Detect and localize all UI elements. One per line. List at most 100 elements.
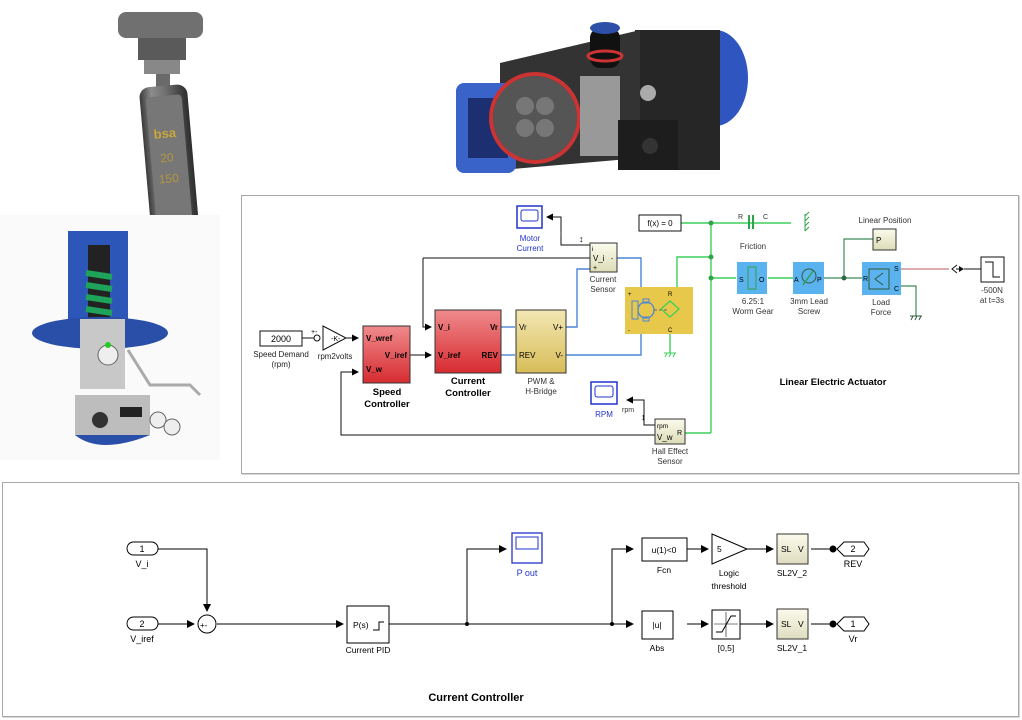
p-out-scope[interactable] [511,532,543,564]
outport-1-vr[interactable]: 1 [836,616,870,632]
pwm-label-2: H-Bridge [525,387,557,396]
inport-1-label: V_i [135,559,148,569]
motor-current-scope-label-2: Current [517,244,544,253]
port-v-w: V_w [366,365,383,374]
linear-position-label: Linear Position [859,216,912,225]
load-force-label-2: Force [871,308,892,317]
saturation-label: [0,5] [718,643,735,653]
friction-block[interactable]: R C [738,211,810,232]
worm-gear-label-2: Worm Gear [732,307,774,316]
log-signal-icon: ↕ [579,234,584,244]
sl2v-1-block[interactable]: SL V [776,608,809,640]
inport-1-v-i[interactable]: 1 [126,541,159,556]
worm-gear-label: 6.25:1 [742,297,765,306]
fcn-label: Fcn [657,565,671,575]
sl2v-1-left: SL [781,619,792,629]
lead-screw-label-2: Screw [798,307,820,316]
mech-ground-icon [664,352,676,358]
saturation-block[interactable] [711,609,741,640]
pwm-port-vplus: V+ [553,323,563,332]
step-label-2: at t=3s [980,296,1004,305]
motor-port-r: R [668,292,673,298]
fcn-block[interactable]: u(1)<0 [641,537,688,562]
current-controller-label-2: Controller [445,388,491,399]
current-pid-block[interactable]: P(s) [346,605,390,644]
speed-controller-label: Speed [373,387,402,398]
current-controller-block[interactable]: V_i V_iref Vr REV [434,309,502,374]
gain-label: rpm2volts [318,352,353,361]
rpm-scope[interactable] [590,381,618,405]
speed-controller-label-2: Controller [364,399,410,410]
hall-sensor-label: Hall Effect [652,447,689,456]
signal-i-label: i [560,231,562,238]
logic-threshold-gain-block[interactable]: 5 [711,533,749,565]
worm-gear-block[interactable]: S O [737,262,767,294]
motor-current-scope-label: Motor [520,234,541,243]
friction-label: Friction [740,242,766,251]
speed-controller-block[interactable]: V_wref V_iref V_w [362,325,411,384]
sl2v-2-block[interactable]: SL V [776,533,809,565]
gain-value: 5 [717,544,722,554]
sl2v-1-right: V [798,619,804,629]
valve-marking-size: 20 [160,150,175,165]
log-signal-icon-2: ↕ [641,412,646,422]
hall-effect-sensor-block[interactable]: rpm V_w R [654,418,686,445]
outport-2-number: 2 [850,544,855,554]
current-sensor-block[interactable]: i V_i + - [589,242,618,273]
ps-converter-icon [951,264,958,274]
actuator-model-title: Linear Electric Actuator [780,377,887,388]
speed-demand-block[interactable]: 2000 [259,330,303,347]
error-sum-block[interactable]: +- [197,614,217,634]
load-force-block[interactable]: R S C [862,262,901,295]
current-controller-title: Current Controller [428,692,524,704]
port-v-iref-out: V_iref [385,351,408,360]
rack-and-pinion-actuator-photo [456,22,748,173]
step-label: -500N [981,286,1003,295]
p-out-scope-label: P out [517,568,538,578]
fcn-expression: u(1)<0 [652,545,677,555]
linear-position-port: P [876,236,881,245]
linear-position-block[interactable]: P [872,228,897,251]
current-sensor-port-plus: + [593,265,597,272]
motor-port-plus: + [628,292,632,298]
sl2v-2-left: SL [781,544,792,554]
motor-current-scope[interactable] [516,205,543,229]
current-sensor-label-2: Sensor [590,285,616,294]
solver-config-text: f(x) = 0 [647,219,673,228]
rpm-scope-label: RPM [595,410,613,419]
abs-block[interactable]: |u| [641,610,674,640]
pid-label: Current PID [346,645,391,655]
lead-screw-label: 3mm Lead [790,297,828,306]
current-controller-model: 1 V_i 2 V_iref +- P(s) Current PID P out… [2,482,1019,717]
friction-port-r: R [738,214,743,221]
current-sensor-port-i: i [592,246,593,253]
diaphragm-control-valve-photo [0,215,220,460]
inport-2-v-iref[interactable]: 2 [126,616,159,631]
lead-screw-port-p: P [817,277,822,284]
pwm-port-vminus: V- [555,351,563,360]
worm-gear-port-s: S [739,277,744,284]
step-force-block[interactable] [980,256,1005,283]
valve-brand-marking: bsa [153,125,177,142]
load-ground-icon [910,315,922,321]
pwm-h-bridge-block[interactable]: Vr REV V+ V- [515,309,567,374]
pid-text: P(s) [353,620,369,630]
inport-2-number: 2 [139,619,144,629]
solver-config-block[interactable]: f(x) = 0 [638,214,682,232]
current-sensor-label: Current [590,275,617,284]
hall-port-vw: V_w [657,433,673,442]
speed-sum-block[interactable] [313,334,321,342]
gain-symbol: -K- [331,336,341,343]
hall-port-rpm: rpm [657,423,668,430]
hall-sensor-label-2: Sensor [657,457,683,466]
dc-motor-block[interactable]: + - R C [625,287,693,334]
rpm2volts-gain-block[interactable]: -K- [322,325,348,351]
abs-text: |u| [652,620,661,630]
port-rev: REV [482,351,499,360]
motor-port-c: C [668,328,673,334]
outport-2-rev[interactable]: 2 [836,541,870,557]
current-controller-canvas: 1 V_i 2 V_iref +- P(s) Current PID P out… [126,532,870,704]
inport-1-number: 1 [139,544,144,554]
port-v-iref-in: V_iref [438,351,461,360]
lead-screw-block[interactable]: A P [793,262,824,294]
